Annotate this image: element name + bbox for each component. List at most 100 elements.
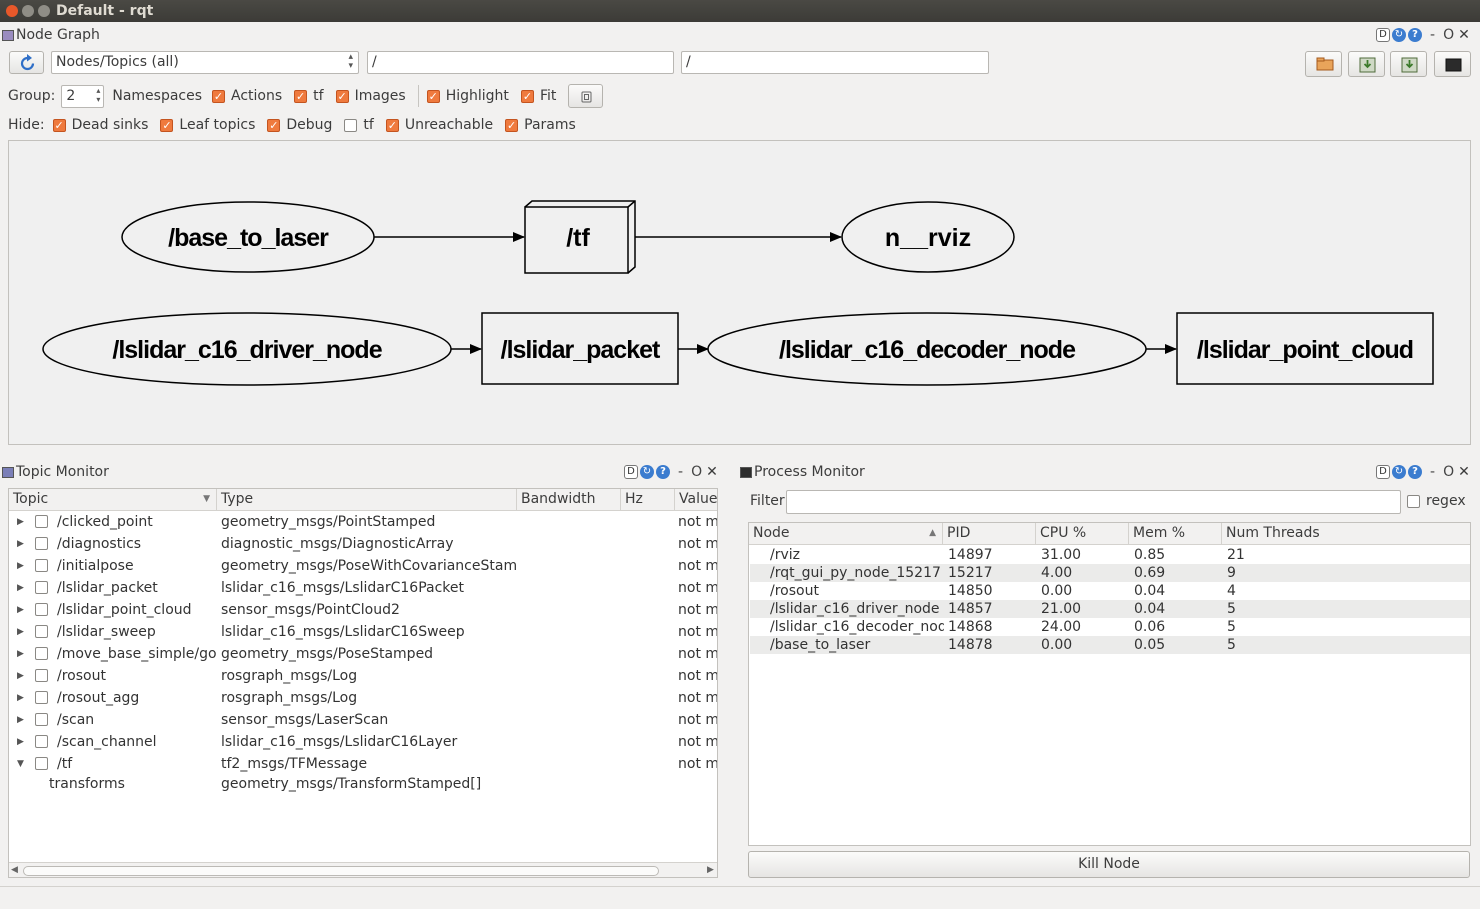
column-node[interactable]: Node▲ xyxy=(749,523,943,545)
group-spinbox[interactable]: 2 ▴▾ xyxy=(61,84,105,108)
topic-tf[interactable] xyxy=(524,206,629,274)
dock-d-icon[interactable]: D xyxy=(624,465,638,479)
scroll-left-icon[interactable]: ◀ xyxy=(11,865,18,875)
column-topic[interactable]: Topic▼ xyxy=(9,489,217,511)
expand-arrow-icon[interactable]: ▶ xyxy=(17,715,24,725)
dock-float-button[interactable]: O xyxy=(691,464,703,480)
expand-arrow-icon[interactable]: ▶ xyxy=(17,737,24,747)
topic-checkbox[interactable] xyxy=(35,647,48,660)
dock-close-button[interactable]: ✕ xyxy=(1458,464,1470,480)
topic-checkbox[interactable] xyxy=(35,537,48,550)
expand-arrow-icon[interactable]: ▶ xyxy=(17,605,24,615)
window-close-button[interactable] xyxy=(6,5,18,17)
spin-arrows-icon[interactable]: ▴▾ xyxy=(96,85,101,104)
help-icon[interactable]: ? xyxy=(656,465,670,479)
params-checkbox[interactable]: ✓Params xyxy=(505,117,576,133)
dock-close-button[interactable]: ✕ xyxy=(706,464,718,480)
graph-mode-select[interactable]: Nodes/Topics (all) ▴▾ xyxy=(51,51,359,74)
column-cpu[interactable]: CPU % xyxy=(1036,523,1129,545)
dock-minimize-button[interactable]: - xyxy=(1430,27,1436,43)
node-graph-canvas[interactable]: /base_to_laser /tf n__rviz /lslidar_c16_… xyxy=(8,140,1471,445)
topic-checkbox[interactable] xyxy=(35,559,48,572)
dock-close-button[interactable]: ✕ xyxy=(1458,27,1470,43)
save-dot-button[interactable] xyxy=(1348,51,1385,77)
topic-checkbox[interactable] xyxy=(35,625,48,638)
images-checkbox[interactable]: ✓Images xyxy=(335,88,406,104)
topic-monitor-table[interactable]: Topic▼ Type Bandwidth Hz Value ▶/clicked… xyxy=(8,488,718,878)
load-dot-button[interactable] xyxy=(1305,51,1342,77)
leaf-topics-checkbox[interactable]: ✓Leaf topics xyxy=(160,117,256,133)
process-filter-input[interactable] xyxy=(786,490,1401,514)
node-filter-input[interactable]: / xyxy=(367,51,674,74)
expanded-arrow-icon[interactable]: ▼ xyxy=(17,759,24,769)
dock-d-icon[interactable]: D xyxy=(1376,28,1390,42)
refresh-button[interactable] xyxy=(9,51,44,74)
topic-checkbox[interactable] xyxy=(35,757,48,770)
hide-tf-checkbox[interactable]: tf xyxy=(344,117,374,133)
dock-d-icon[interactable]: D xyxy=(1376,465,1390,479)
topic-checkbox[interactable] xyxy=(35,669,48,682)
window-maximize-button[interactable] xyxy=(38,5,50,17)
save-svg-button[interactable] xyxy=(1390,51,1427,77)
topic-filter-input[interactable]: / xyxy=(681,51,989,74)
scroll-right-icon[interactable]: ▶ xyxy=(707,865,714,875)
debug-checkbox[interactable]: ✓Debug xyxy=(267,117,333,133)
fit-in-view-button[interactable] xyxy=(568,84,604,108)
expand-arrow-icon[interactable]: ▶ xyxy=(17,671,24,681)
save-image-button[interactable] xyxy=(1434,51,1471,77)
topic-checkbox[interactable] xyxy=(35,735,48,748)
expand-arrow-icon[interactable]: ▶ xyxy=(17,649,24,659)
help-icon[interactable]: ? xyxy=(1408,28,1422,42)
expand-arrow-icon[interactable]: ▶ xyxy=(17,539,24,549)
expand-arrow-icon[interactable]: ▶ xyxy=(17,693,24,703)
dock-float-button[interactable]: O xyxy=(1443,27,1455,43)
topic-horizontal-scrollbar[interactable]: ◀ ▶ xyxy=(9,862,717,877)
help-icon[interactable]: ? xyxy=(1408,465,1422,479)
unreachable-checkbox[interactable]: ✓Unreachable xyxy=(385,117,494,133)
column-threads[interactable]: Num Threads xyxy=(1226,525,1320,541)
dock-minimize-button[interactable]: - xyxy=(1430,464,1436,480)
window-minimize-button[interactable] xyxy=(22,5,34,17)
topic-checkbox[interactable] xyxy=(35,713,48,726)
column-pid[interactable]: PID xyxy=(943,523,1036,545)
column-hz[interactable]: Hz xyxy=(621,489,675,511)
kill-node-button[interactable]: Kill Node xyxy=(748,851,1470,878)
expand-arrow-icon[interactable]: ▶ xyxy=(17,583,24,593)
column-bandwidth[interactable]: Bandwidth xyxy=(517,489,621,511)
reload-plugin-icon[interactable]: ↻ xyxy=(1392,465,1406,479)
topic-point-cloud[interactable] xyxy=(1176,312,1434,385)
column-type[interactable]: Type xyxy=(217,489,517,511)
column-mem[interactable]: Mem % xyxy=(1129,523,1222,545)
node-rviz[interactable] xyxy=(841,201,1015,273)
dock-float-button[interactable]: O xyxy=(1443,464,1455,480)
expand-arrow-icon[interactable]: ▶ xyxy=(17,627,24,637)
dead-sinks-checkbox[interactable]: ✓Dead sinks xyxy=(52,117,149,133)
highlight-checkbox[interactable]: ✓Highlight xyxy=(426,88,509,104)
topic-checkbox[interactable] xyxy=(35,581,48,594)
scroll-thumb[interactable] xyxy=(23,866,659,876)
topic-checkbox[interactable] xyxy=(35,691,48,704)
topic-checkbox[interactable] xyxy=(35,603,48,616)
actions-checkbox[interactable]: ✓Actions xyxy=(212,88,283,104)
fit-checkbox[interactable]: ✓Fit xyxy=(520,88,557,104)
tf-checkbox[interactable]: ✓tf xyxy=(294,88,324,104)
